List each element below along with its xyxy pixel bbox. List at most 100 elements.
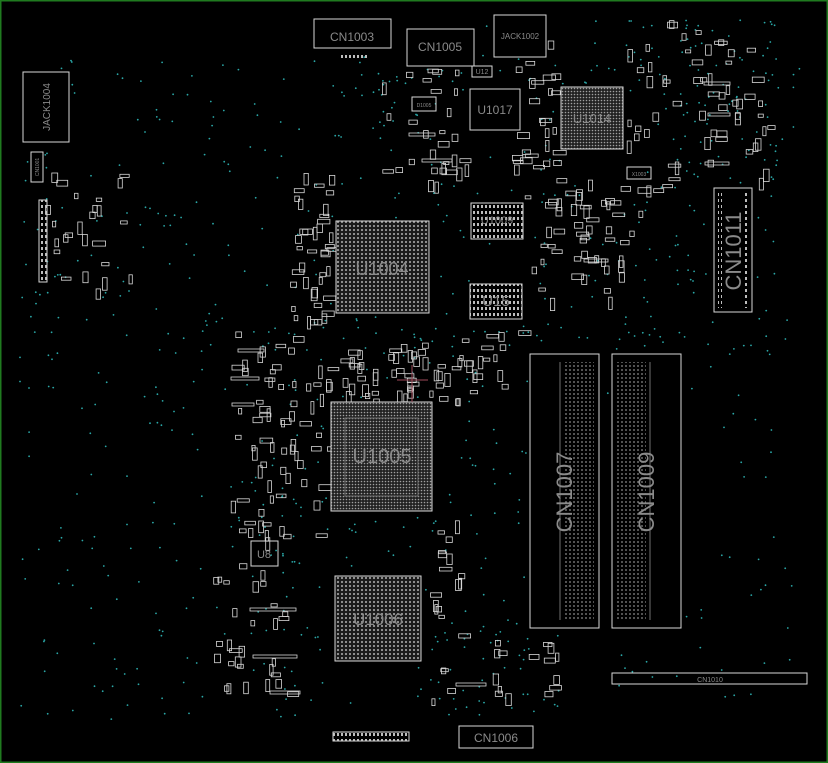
via [648,334,651,336]
via [643,296,645,299]
passive-component [262,522,272,527]
passive-component [714,40,728,45]
component-d1005[interactable]: D1005 [411,96,437,112]
connector-cn1010[interactable]: CN1010 [611,672,808,685]
via [96,220,98,222]
via [688,204,691,207]
via [675,675,678,678]
passive-component [652,112,660,122]
via [517,511,520,513]
via [254,476,257,479]
chip-u1009[interactable]: U1009 [470,202,524,240]
via [509,472,512,475]
via [554,194,556,197]
passive-component [310,288,318,302]
via [409,545,412,548]
via [784,567,787,570]
via [544,297,546,300]
passive-component [703,81,731,86]
passive-component [260,570,266,581]
via [489,156,492,159]
via [246,383,249,386]
passive-component [757,113,764,118]
via [105,381,108,384]
jack-jack1002[interactable]: JACK1002 [493,14,547,58]
via [283,628,285,631]
passive-component [430,89,442,94]
via [298,562,301,565]
via [300,515,302,517]
via [300,633,303,636]
via [90,254,93,257]
passive-component [313,302,323,308]
passive-component [466,360,473,374]
via [382,110,385,113]
via [313,259,316,262]
via [153,501,156,504]
via [291,561,294,563]
via [769,20,772,23]
via [20,704,23,707]
via [23,221,26,223]
passive-component [433,369,440,382]
passive-component [635,125,642,132]
via [644,209,647,212]
connector-cn1009[interactable]: CN1009 [611,353,682,629]
chip-u1005[interactable]: U1005 [330,401,433,512]
via [788,658,791,661]
via [283,666,286,669]
passive-component [497,370,504,382]
passive-component [364,392,371,399]
via [282,78,285,80]
via [474,371,477,374]
via [503,666,506,669]
via [495,633,497,636]
chip-u1017[interactable]: U1017 [469,88,521,131]
via [173,214,176,217]
passive-component [358,362,365,370]
passive-component [481,345,494,351]
via [630,20,632,22]
connector-cn1006[interactable]: CN1006 [458,725,534,749]
via [237,516,240,519]
via [523,576,525,579]
connector-cn1011[interactable]: CN1011 [713,187,753,313]
passive-component [619,255,624,268]
chip-u8[interactable]: U8 [250,540,279,567]
via [326,528,329,531]
crystal-x1003[interactable]: X1003 [626,166,652,180]
connector-cn1001[interactable]: CN1001 [30,151,44,183]
via [264,526,266,528]
chip-u15[interactable]: U15 [469,283,523,320]
passive-component [715,136,728,142]
via [388,80,391,83]
via [650,315,652,318]
via [657,123,660,126]
passive-component [645,44,650,52]
u8-label: U8 [257,549,271,561]
via [47,354,50,357]
chip-u1006[interactable]: U1006 [334,575,422,662]
passive-component [213,577,220,585]
connector-cn1005[interactable]: CN1005 [406,28,475,67]
via [136,667,139,670]
via [155,116,158,118]
via [392,554,395,557]
chip-u1014[interactable]: U1014 [560,86,624,150]
connector-cn1007[interactable]: CN1007 [529,353,600,629]
via [693,270,695,273]
passive-component [293,188,305,194]
via [112,314,115,316]
chip-u12[interactable]: U12 [471,65,493,78]
chip-u1004[interactable]: U1004 [335,220,430,314]
via [402,526,405,528]
passive-component [270,603,278,608]
passive-component [550,297,556,311]
via [280,155,283,158]
via [646,301,649,303]
passive-component [437,551,447,559]
connector-cn1003[interactable]: CN1003 [313,18,392,61]
via [93,685,96,688]
jack-jack1004[interactable]: JACK1004 [22,71,70,143]
via [639,58,642,61]
